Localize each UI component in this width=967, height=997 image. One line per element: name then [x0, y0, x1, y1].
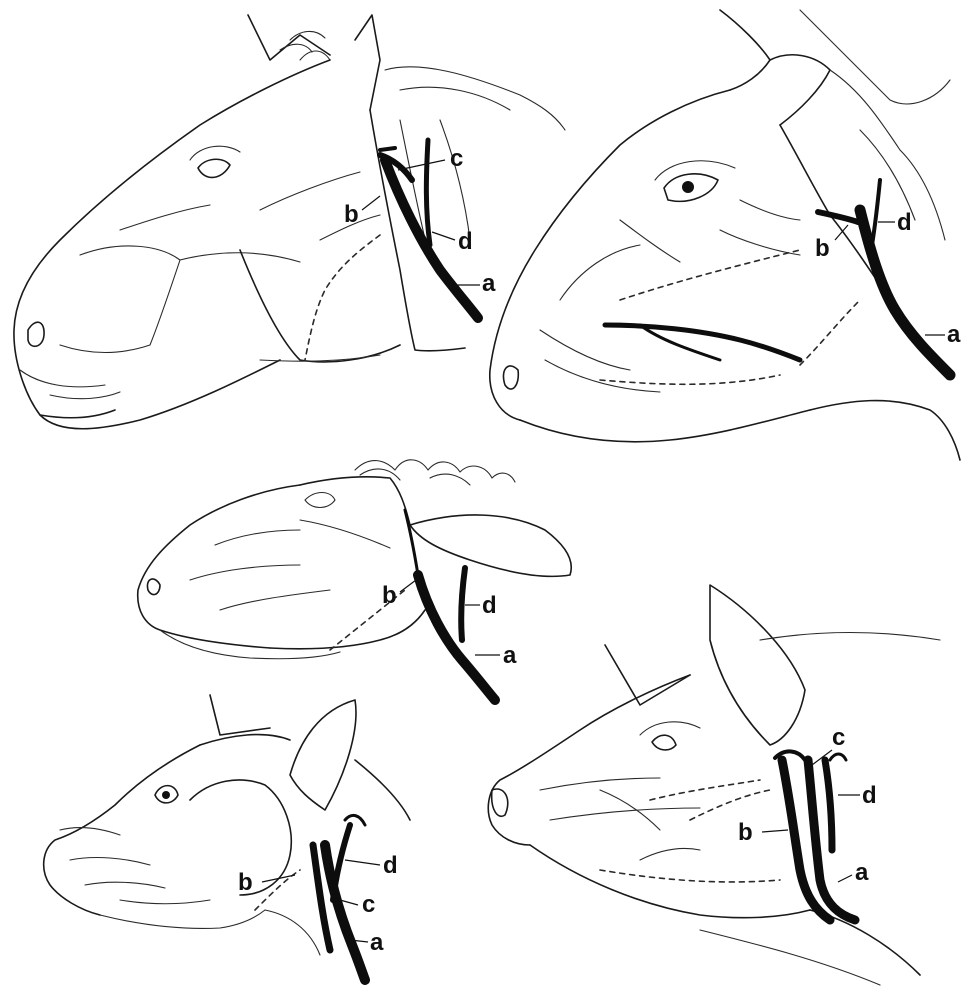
sheep-outline	[138, 460, 572, 659]
dog-jugular-vein	[313, 815, 365, 980]
horse-label-b: b	[344, 201, 359, 228]
sheep-label-d: d	[482, 592, 497, 619]
ox-outline	[490, 10, 960, 460]
horse-label-c: c	[450, 145, 463, 172]
dog-outline	[44, 695, 410, 955]
horse-label-d: d	[458, 228, 473, 255]
horse-label-a: a	[482, 270, 496, 297]
dog-label-a: a	[370, 929, 384, 956]
pig-head-drawing: c d b a	[488, 585, 940, 985]
horse-labels: c b d a	[344, 145, 496, 297]
sheep-label-b: b	[382, 582, 397, 609]
ox-head-drawing: b d a	[490, 10, 961, 460]
pig-labels: c d b a	[738, 724, 877, 886]
sheep-head-drawing: b d a	[138, 460, 572, 700]
pig-jugular-vein	[775, 751, 855, 920]
pig-label-c: c	[832, 724, 845, 751]
ox-label-b: b	[815, 235, 830, 262]
horse-head-drawing: c b d a	[14, 15, 565, 429]
pig-label-b: b	[738, 819, 753, 846]
ox-labels: b d a	[815, 209, 961, 348]
ox-label-d: d	[897, 209, 912, 236]
pig-label-d: d	[862, 782, 877, 809]
pig-label-a: a	[855, 859, 869, 886]
dog-label-c: c	[362, 891, 375, 918]
sheep-label-a: a	[503, 642, 517, 669]
horse-outline	[14, 15, 565, 429]
dog-label-b: b	[238, 869, 253, 896]
dog-label-d: d	[383, 852, 398, 879]
ox-label-a: a	[947, 321, 961, 348]
sheep-labels: b d a	[382, 580, 517, 669]
dog-head-drawing: d b c a	[44, 695, 410, 980]
